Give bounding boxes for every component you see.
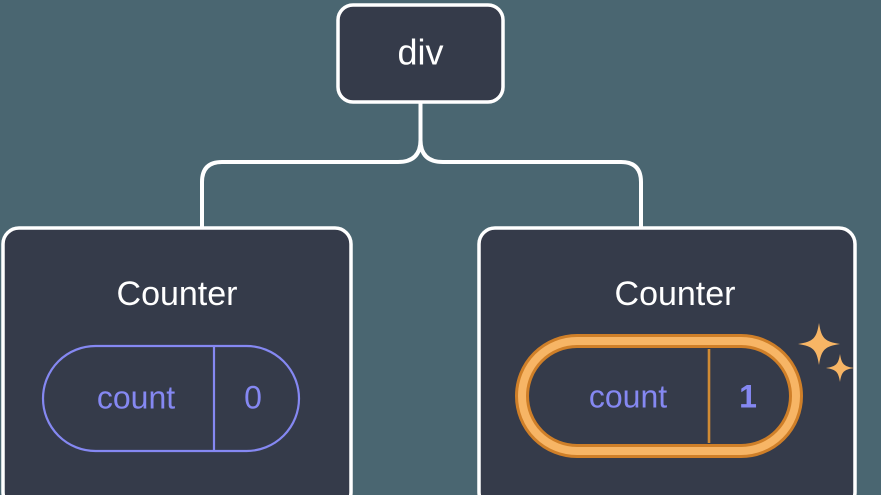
state-pill-left-outline xyxy=(41,344,301,453)
node-counter-left-title: Counter xyxy=(117,275,238,313)
sparkle-group xyxy=(798,323,854,382)
node-div-box xyxy=(336,3,505,104)
state-pill-right-value: 1 xyxy=(739,378,757,414)
sparkle-small-icon xyxy=(826,354,854,382)
state-pill-right-inner-ring xyxy=(518,337,800,455)
connector-split-right xyxy=(418,139,643,229)
state-pill-right-key: count xyxy=(589,378,667,414)
node-counter-right[interactable]: Counter count 1 xyxy=(477,226,857,495)
tree-connectors xyxy=(200,100,643,229)
state-pill-left-value: 0 xyxy=(244,379,262,415)
node-div[interactable]: div xyxy=(336,3,505,104)
node-div-label: div xyxy=(397,32,443,73)
node-counter-left-box xyxy=(1,226,353,495)
connector-split-left xyxy=(200,139,423,229)
state-pill-left-key: count xyxy=(97,379,175,415)
node-counter-right-title: Counter xyxy=(615,275,736,313)
node-counter-right-box xyxy=(477,226,857,495)
state-pill-left[interactable]: count 0 xyxy=(41,344,301,453)
node-counter-left[interactable]: Counter count 0 xyxy=(1,226,353,495)
sparkle-large-icon xyxy=(798,323,840,365)
state-pill-right[interactable]: count 1 xyxy=(515,334,803,458)
